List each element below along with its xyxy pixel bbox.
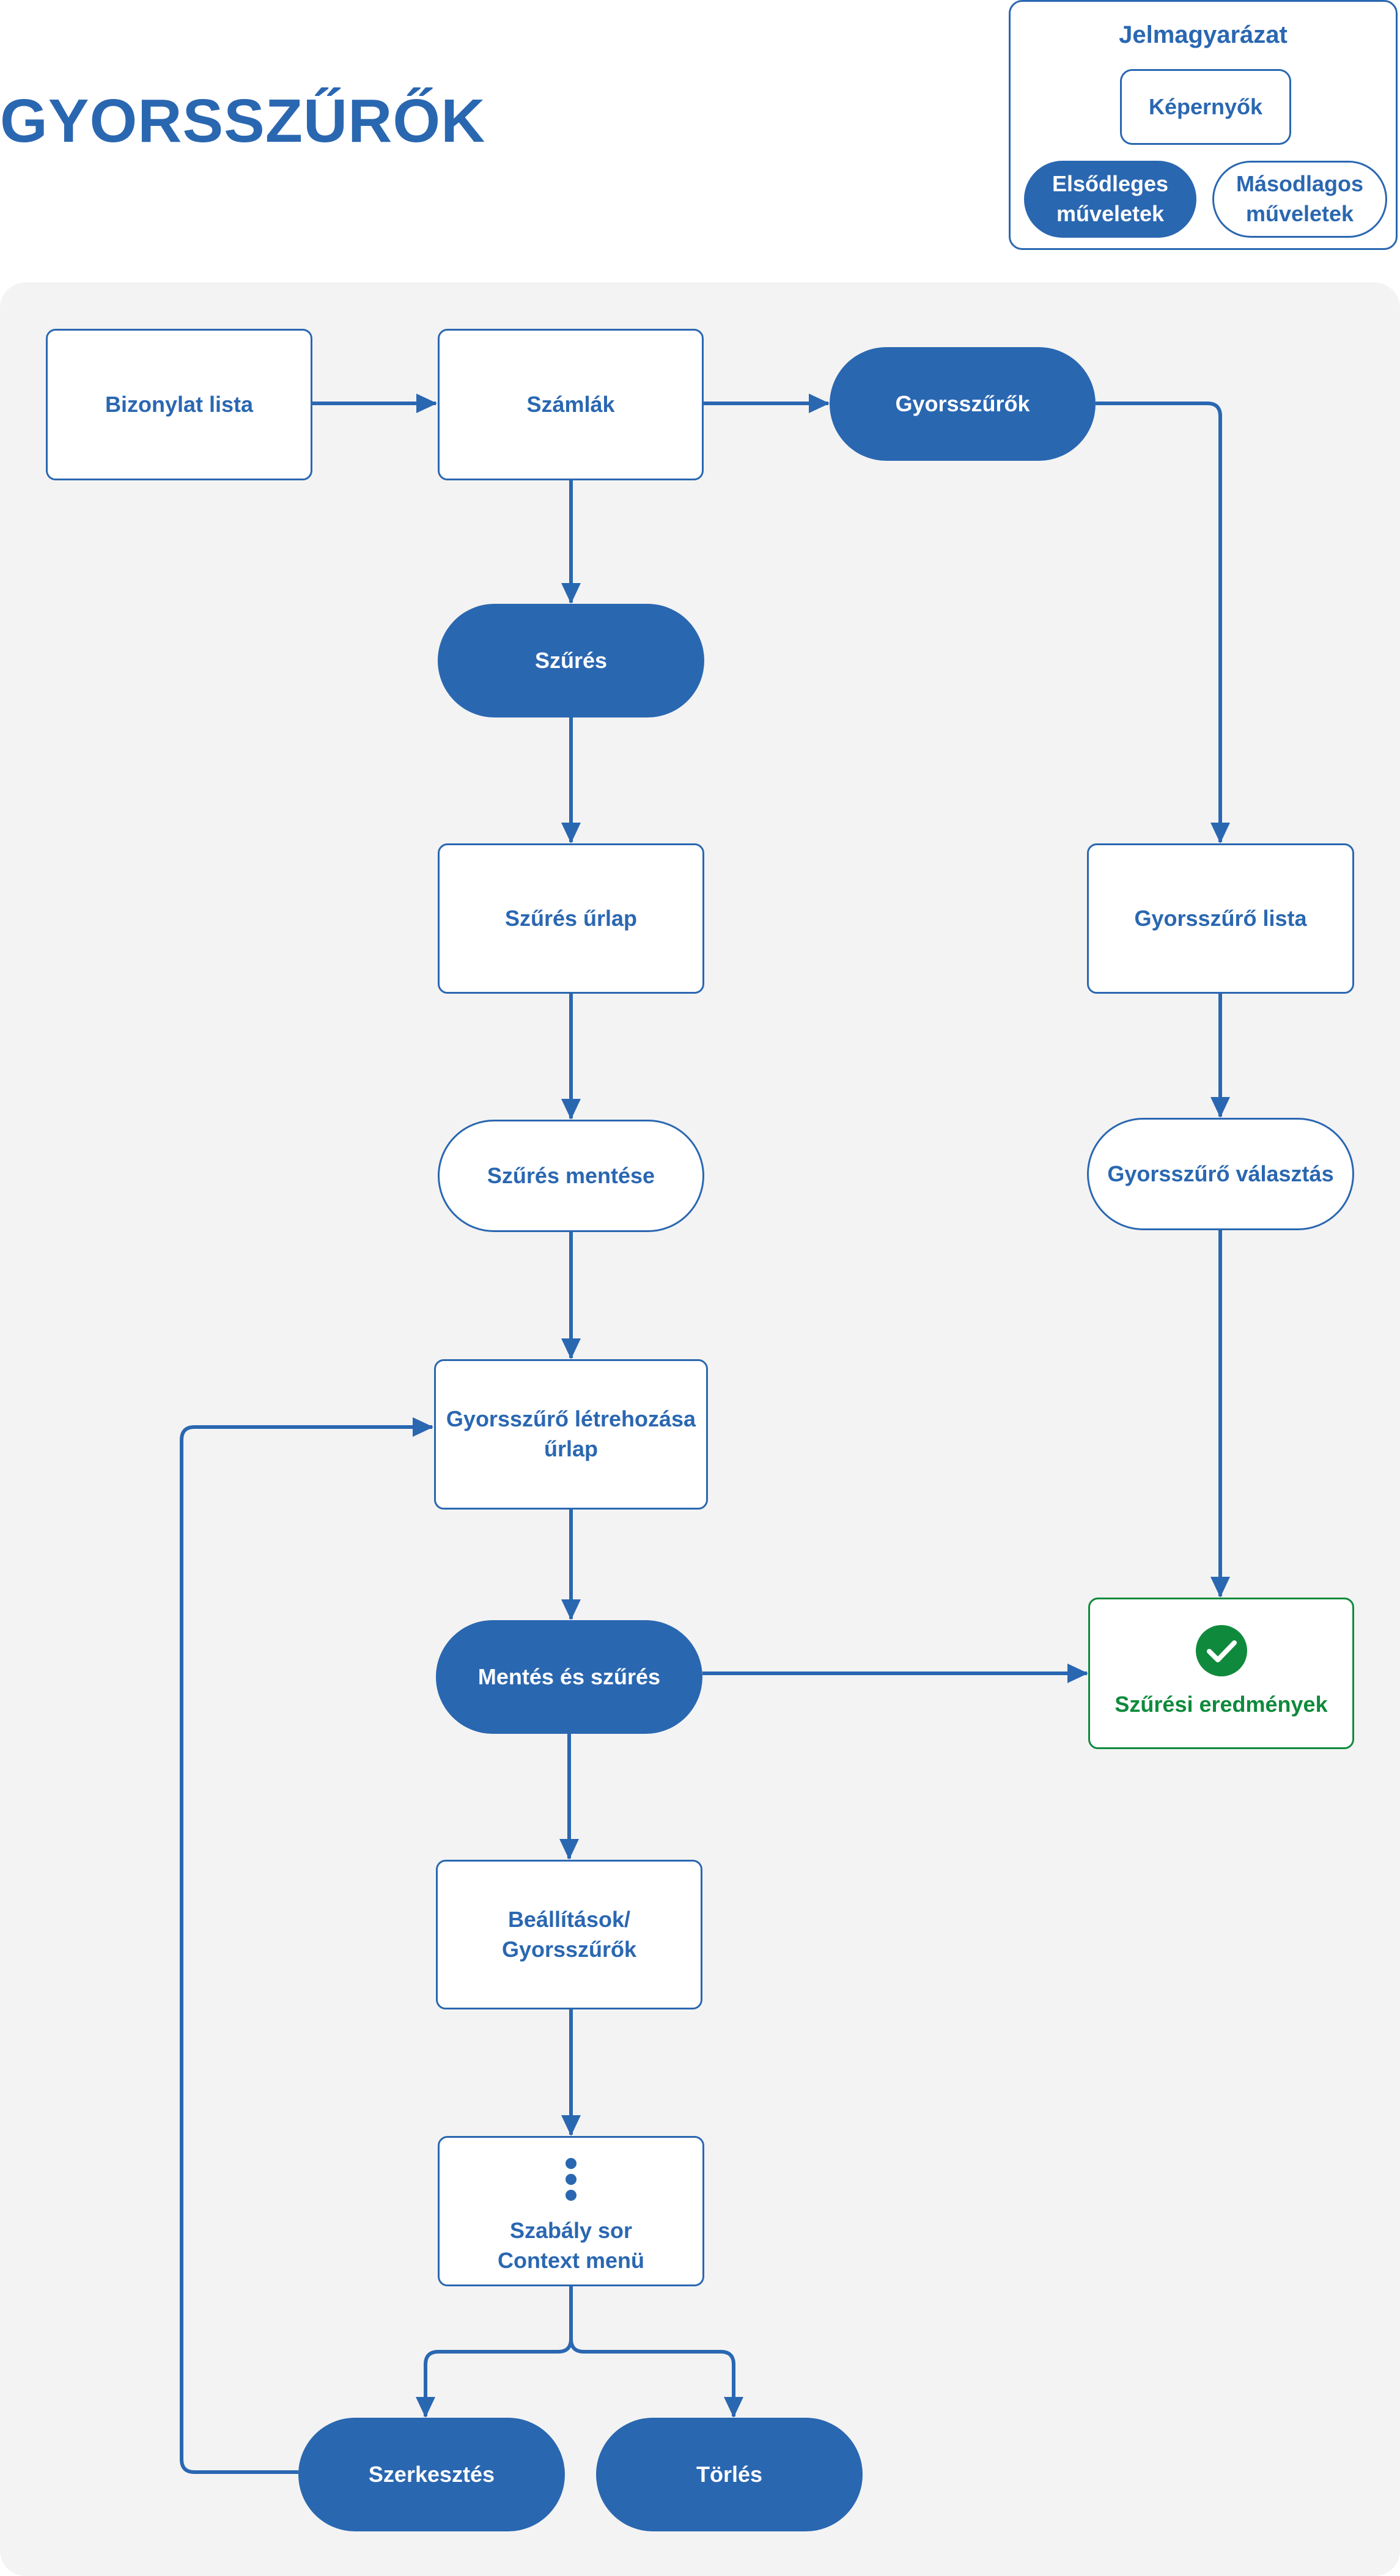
node-szures-mentese: Szűrés mentése (438, 1120, 704, 1232)
node-gyorsszuro-valasztas-label: Gyorsszűrő választás (1107, 1161, 1334, 1186)
node-gyorsszuro-lista: Gyorsszűrő lista (1087, 843, 1354, 994)
legend-secondary-actions: Másodlagos műveletek (1212, 161, 1387, 238)
legend: Jelmagyarázat Képernyők Elsődleges művel… (1009, 0, 1398, 250)
arrow-szabaly-to-torles (569, 2338, 743, 2418)
check-circle-icon (1195, 1625, 1247, 1676)
node-szerkesztes: Szerkesztés (298, 2418, 565, 2531)
node-gyorsszuro-valasztas: Gyorsszűrő választás (1087, 1118, 1354, 1230)
node-gyorsszuro-letrehozasa-label: Gyorsszűrő létrehozása űrlap (446, 1406, 696, 1461)
legend-title: Jelmagyarázat (1119, 21, 1288, 48)
node-bizonylat-lista: Bizonylat lista (46, 329, 312, 480)
node-szuresi-eredmenyek: Szűrési eredmények (1088, 1598, 1354, 1749)
node-szures: Szűrés (438, 604, 704, 717)
node-torles: Törlés (596, 2418, 863, 2531)
node-gyorsszuro-lista-label: Gyorsszűrő lista (1134, 905, 1307, 931)
node-mentes-es-szures: Mentés és szűrés (436, 1620, 702, 1734)
arrow-szabaly-to-szerkesztes (416, 2286, 573, 2418)
page-title: GYORSSZŰRŐK (0, 87, 486, 155)
node-szures-urlap: Szűrés űrlap (438, 843, 704, 994)
node-szamlak-label: Számlák (526, 391, 615, 417)
node-mentes-es-szures-label: Mentés és szűrés (477, 1664, 661, 1689)
legend-secondary-label: Másodlagos műveletek (1236, 171, 1364, 226)
node-gyorsszurok: Gyorsszűrők (830, 347, 1096, 461)
node-szures-label: Szűrés (534, 647, 608, 673)
legend-primary-label: Elsődleges műveletek (1052, 171, 1169, 226)
node-szabaly-sor-label: Szabály sor Context menü (497, 2218, 644, 2273)
node-szabaly-sor-context-menu: Szabály sor Context menü (438, 2136, 704, 2286)
node-szures-urlap-label: Szűrés űrlap (504, 905, 638, 931)
node-bizonylat-lista-label: Bizonylat lista (105, 391, 254, 417)
node-gyorsszuro-letrehozasa-urlap: Gyorsszűrő létrehozása űrlap (434, 1359, 708, 1510)
legend-screens: Képernyők (1120, 69, 1291, 145)
node-beallitasok-label: Beállítások/ Gyorsszűrők (501, 1906, 637, 1962)
node-szures-mentese-label: Szűrés mentése (487, 1162, 655, 1188)
legend-screens-label: Képernyők (1148, 94, 1263, 119)
legend-primary-actions: Elsődleges műveletek (1024, 161, 1196, 238)
node-szuresi-eredmenyek-label: Szűrési eredmények (1114, 1692, 1328, 1717)
node-gyorsszurok-label: Gyorsszűrők (895, 391, 1030, 416)
vertical-dots-icon (566, 2158, 577, 2201)
arrow-gyorsszurok-to-lista (1096, 402, 1230, 843)
node-torles-label: Törlés (696, 2461, 763, 2487)
node-szerkesztes-label: Szerkesztés (368, 2461, 495, 2487)
node-beallitasok-gyorsszurok: Beállítások/ Gyorsszűrők (436, 1860, 702, 2009)
arrow-szerkesztes-to-letrehozasa (180, 1417, 433, 2474)
node-szamlak: Számlák (438, 329, 704, 480)
